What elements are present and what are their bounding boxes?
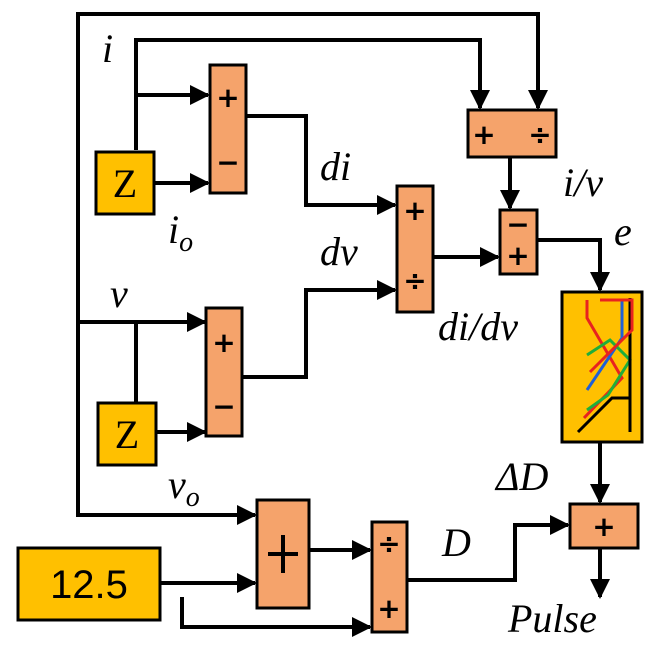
- divider-iv-block: [466, 108, 558, 159]
- label-didv: di/dv: [438, 304, 518, 349]
- label-di: di: [320, 144, 351, 189]
- divider-d-block: [370, 520, 409, 634]
- wire-const-to-div: [180, 597, 372, 637]
- fuzzy-mf-red-2: [588, 298, 634, 374]
- constant-block: [16, 546, 162, 622]
- label-pulse: Pulse: [507, 596, 597, 641]
- adder-plus-glyph: [268, 535, 298, 573]
- wire-i-to-sub1: [134, 85, 210, 150]
- delay-label-current: Z: [113, 161, 137, 206]
- fuzzy-membership-functions: [576, 298, 634, 434]
- didv-divide-sign: ÷: [403, 264, 426, 297]
- label-iv: i/v: [563, 160, 603, 205]
- ddiv-plus-sign: +: [377, 592, 400, 625]
- label-vo: vo: [168, 462, 200, 513]
- iv-plus-sign: +: [472, 118, 495, 151]
- wire-d: [407, 515, 570, 582]
- wire-di: [246, 114, 397, 215]
- label-io-sub: o: [179, 227, 193, 258]
- wire-i-to-iv: [134, 38, 490, 110]
- label-vo-main: v: [168, 462, 186, 507]
- delta-plus-sign: +: [592, 510, 615, 543]
- label-delta-d: ΔD: [494, 454, 548, 499]
- subtractor-di-block: [208, 63, 248, 195]
- label-io-main: i: [168, 207, 179, 252]
- label-v: v: [110, 271, 128, 316]
- ddiv-divide-sign: ÷: [377, 527, 400, 560]
- delay-label-voltage: Z: [115, 412, 139, 457]
- label-d: D: [441, 520, 471, 565]
- error-plus-sign: +: [506, 239, 529, 272]
- error-summer-block: [498, 208, 539, 276]
- label-i: i: [102, 26, 113, 71]
- label-vo-sub: o: [186, 482, 200, 513]
- label-dv: dv: [320, 229, 358, 274]
- constant-value: 12.5: [50, 563, 128, 607]
- delta-d-summer-block: [568, 502, 640, 550]
- label-e: e: [614, 209, 632, 254]
- wire-dv: [242, 280, 397, 379]
- iv-divide-sign: ÷: [528, 118, 551, 151]
- delay-block-voltage: [96, 401, 158, 467]
- didv-plus-sign: +: [403, 194, 426, 227]
- sub1-minus-sign: −: [216, 146, 239, 179]
- error-minus-sign: −: [506, 208, 529, 241]
- wire-v-outer-loop: [76, 12, 548, 505]
- label-io: io: [168, 207, 193, 258]
- subtractor-dv-block: [204, 306, 244, 438]
- divider-didv-block: [395, 184, 435, 314]
- sub1-plus-sign: +: [216, 81, 239, 114]
- wire-e: [537, 238, 610, 292]
- delay-block-current: [94, 150, 156, 216]
- fuzzy-mf-black: [576, 298, 632, 434]
- sub2-minus-sign: −: [212, 390, 235, 423]
- sub2-plus-sign: +: [212, 326, 235, 359]
- wire-v-to-adder: [76, 505, 257, 525]
